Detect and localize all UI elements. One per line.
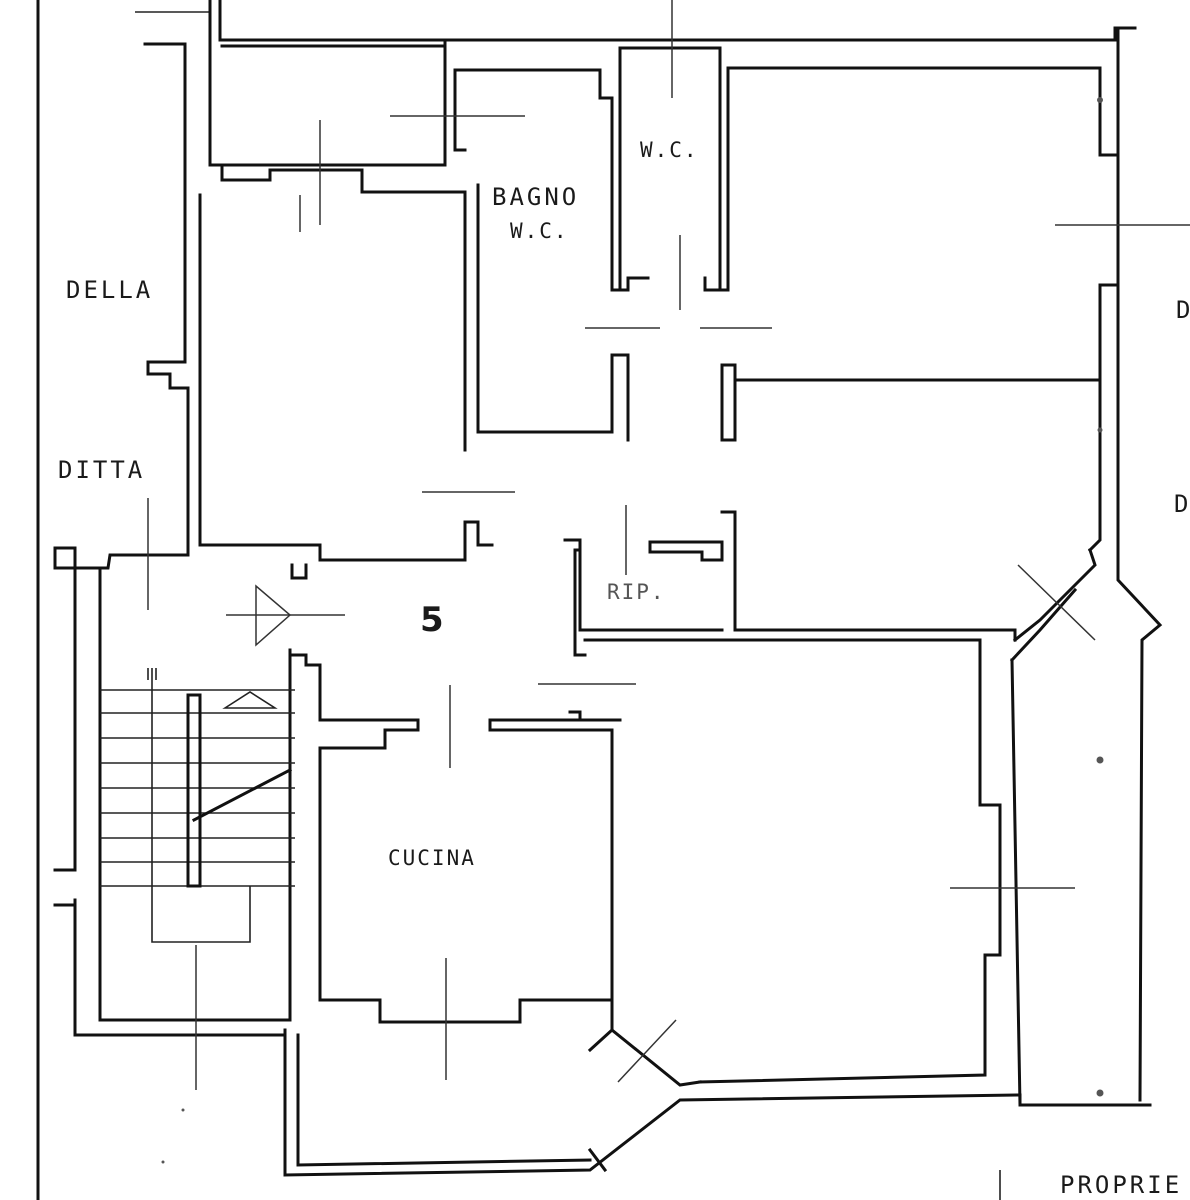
room-label-bagno: BAGNO xyxy=(492,183,580,211)
kitchen-walls xyxy=(291,653,702,1087)
unit-number: 5 xyxy=(420,600,444,640)
axis-marks xyxy=(147,0,1190,1090)
label-right-middle: D xyxy=(1174,490,1190,518)
balcony xyxy=(283,1028,1152,1177)
label-ditta: DITTA xyxy=(58,456,146,484)
room-label-wc: W.C. xyxy=(640,138,699,162)
staircase xyxy=(53,546,295,1037)
room-label-bagno-wc: W.C. xyxy=(510,219,569,243)
label-della: DELLA xyxy=(66,276,154,304)
label-proprie: PROPRIE xyxy=(1060,1171,1183,1199)
room-label-ripostiglio: RIP. xyxy=(607,580,666,604)
exterior-walls xyxy=(53,0,1137,580)
room-label-cucina: CUCINA xyxy=(388,846,476,870)
label-right-top: D xyxy=(1176,296,1190,324)
bathroom-walls xyxy=(453,46,1120,442)
right-rooms-walls xyxy=(563,28,1163,1107)
reference-dots xyxy=(161,97,1104,1164)
